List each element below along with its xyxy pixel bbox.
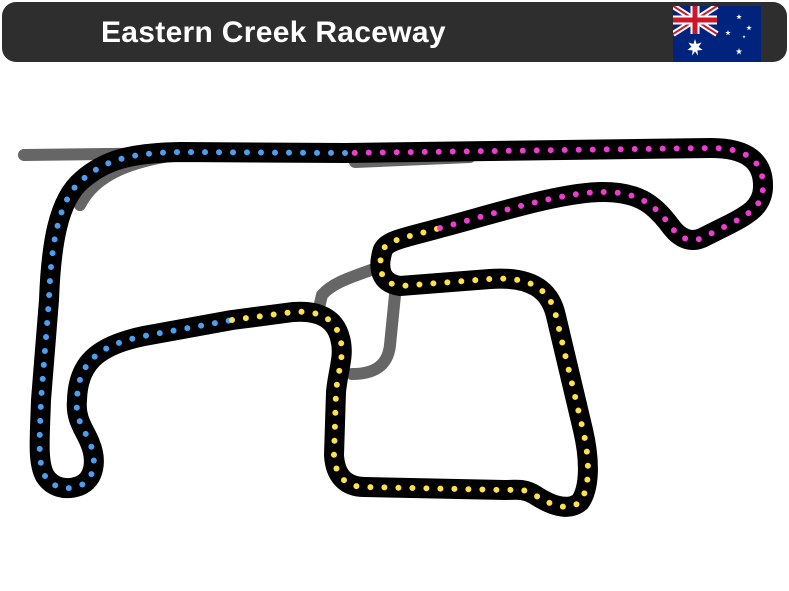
sector-3-path bbox=[342, 144, 767, 243]
title-bar: Eastern Creek Raceway bbox=[2, 2, 787, 62]
australia-flag-icon bbox=[673, 6, 761, 62]
track-outline bbox=[29, 138, 773, 517]
track-title: Eastern Creek Raceway bbox=[101, 16, 446, 49]
union-jack-canton bbox=[673, 6, 719, 37]
alternate-layout bbox=[18, 147, 476, 380]
sector-2-path bbox=[229, 225, 591, 510]
